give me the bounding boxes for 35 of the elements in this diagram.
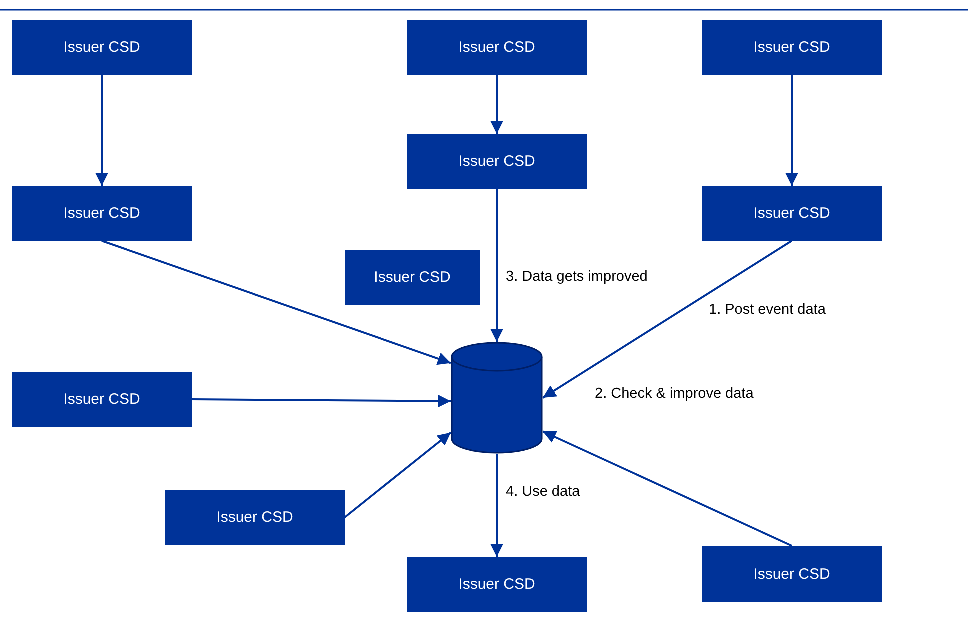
arrow xyxy=(96,75,108,186)
process-box xyxy=(12,20,192,75)
process-box xyxy=(12,372,192,427)
box-label: Issuer CSD xyxy=(374,269,451,286)
process-box xyxy=(702,546,882,602)
box-label: Issuer CSD xyxy=(458,153,536,170)
process-box xyxy=(165,490,345,545)
arrow xyxy=(192,394,451,408)
arrow xyxy=(490,454,504,557)
box-label: Issuer CSD xyxy=(458,576,536,593)
edge-label: 3. Data gets improved xyxy=(505,269,649,285)
process-box xyxy=(702,20,882,75)
process-box xyxy=(12,186,192,241)
box-label: Issuer CSD xyxy=(754,39,830,56)
box-label: Issuer CSD xyxy=(64,39,140,56)
box-label: Issuer CSD xyxy=(754,205,830,222)
box-label: Issuer CSD xyxy=(64,391,140,408)
process-box xyxy=(345,250,480,305)
database-cylinder xyxy=(451,342,543,454)
process-box xyxy=(407,557,587,612)
step-label: 2. Check & improve data xyxy=(594,386,755,402)
box-label: Issuer CSD xyxy=(216,509,294,526)
arrow xyxy=(490,189,504,342)
arrow xyxy=(542,240,793,399)
arrow xyxy=(344,432,452,518)
arrow xyxy=(786,75,798,186)
arrow xyxy=(542,430,792,547)
arrow xyxy=(102,240,452,366)
process-box xyxy=(407,134,587,189)
box-label: Issuer CSD xyxy=(458,39,536,56)
box-label: Issuer CSD xyxy=(64,205,140,222)
box-label: Issuer CSD xyxy=(754,566,830,582)
process-box xyxy=(702,186,882,241)
process-box xyxy=(407,20,587,75)
arrow xyxy=(490,75,504,134)
